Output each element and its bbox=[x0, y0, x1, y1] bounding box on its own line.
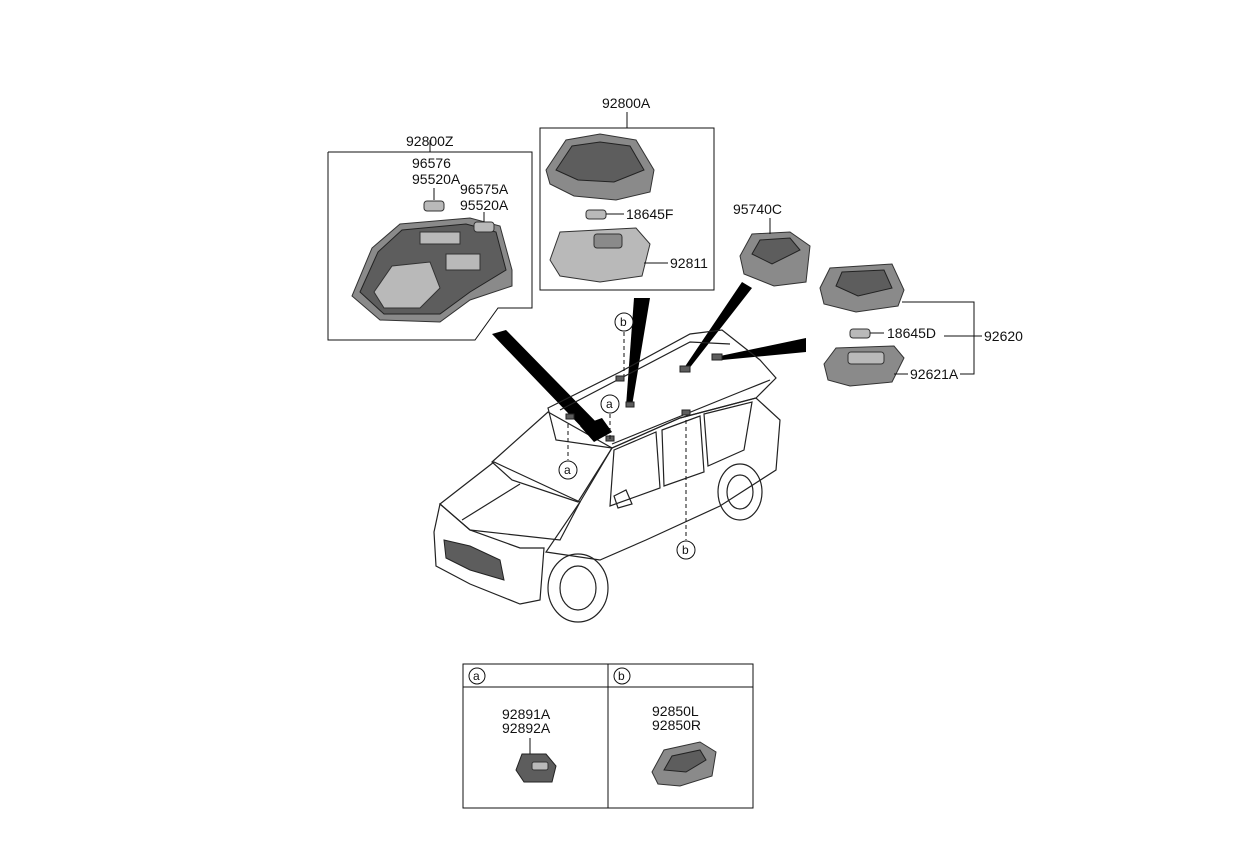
label-92850R: 92850R bbox=[652, 717, 701, 733]
detail-cell-b: b 92850L 92850R bbox=[613, 667, 717, 787]
label-92800A: 92800A bbox=[602, 95, 651, 111]
pointer-92800A bbox=[626, 298, 650, 406]
pointer-95740C bbox=[684, 282, 752, 370]
label-95740C: 95740C bbox=[733, 201, 782, 217]
callout-b-2: b bbox=[676, 540, 696, 560]
svg-text:b: b bbox=[682, 543, 689, 557]
assembly-92620 bbox=[739, 218, 982, 387]
svg-text:b: b bbox=[620, 315, 627, 329]
label-18645F: 18645F bbox=[626, 206, 673, 222]
assembly-92800A bbox=[539, 112, 715, 291]
svg-text:a: a bbox=[606, 397, 613, 411]
label-92811: 92811 bbox=[670, 255, 708, 271]
callout-a-1: a bbox=[558, 460, 578, 480]
detail-marker-a: a bbox=[473, 669, 480, 683]
label-95520A-1: 95520A bbox=[412, 171, 461, 187]
label-92850L: 92850L bbox=[652, 703, 699, 719]
svg-text:a: a bbox=[564, 463, 571, 477]
label-92892A: 92892A bbox=[502, 720, 551, 736]
label-96576: 96576 bbox=[412, 155, 451, 171]
label-95520A-2: 95520A bbox=[460, 197, 509, 213]
pointer-92800Z bbox=[492, 330, 604, 436]
label-18645D: 18645D bbox=[887, 325, 936, 341]
vehicle-illustration bbox=[433, 329, 781, 623]
label-96575A: 96575A bbox=[460, 181, 509, 197]
callout-a-2: a bbox=[600, 394, 620, 414]
detail-cell-a: a 92891A 92892A bbox=[468, 667, 557, 783]
label-92891A: 92891A bbox=[502, 706, 551, 722]
label-92800Z: 92800Z bbox=[406, 133, 454, 149]
assembly-92800Z bbox=[327, 140, 533, 341]
detail-table bbox=[462, 663, 754, 809]
pointer-92620 bbox=[720, 338, 806, 360]
callout-b-1: b bbox=[614, 312, 634, 332]
label-92621A: 92621A bbox=[910, 366, 959, 382]
label-92620: 92620 bbox=[984, 328, 1023, 344]
detail-marker-b: b bbox=[618, 669, 625, 683]
